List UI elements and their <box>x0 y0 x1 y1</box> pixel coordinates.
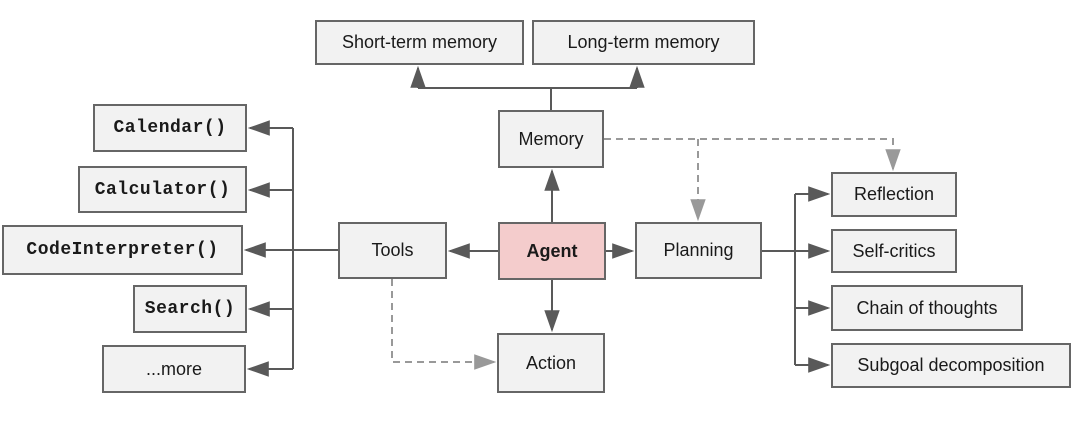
node-self-critics: Self-critics <box>831 229 957 273</box>
node-calculator: Calculator() <box>78 166 247 213</box>
node-search: Search() <box>133 285 247 333</box>
node-subgoal-decomposition: Subgoal decomposition <box>831 343 1071 388</box>
node-memory: Memory <box>498 110 604 168</box>
node-short-term-memory: Short-term memory <box>315 20 524 65</box>
node-reflection: Reflection <box>831 172 957 217</box>
dashed-arrow-memory-to-reflection <box>604 138 901 172</box>
node-agent: Agent <box>498 222 606 280</box>
node-planning: Planning <box>635 222 762 279</box>
node-chain-of-thoughts: Chain of thoughts <box>831 285 1023 331</box>
dashed-arrow-tools-to-action <box>391 279 497 370</box>
node-action: Action <box>497 333 605 393</box>
node-more: ...more <box>102 345 246 393</box>
node-calendar: Calendar() <box>93 104 247 152</box>
node-long-term-memory: Long-term memory <box>532 20 755 65</box>
node-code-interpreter: CodeInterpreter() <box>2 225 243 275</box>
node-tools: Tools <box>338 222 447 279</box>
